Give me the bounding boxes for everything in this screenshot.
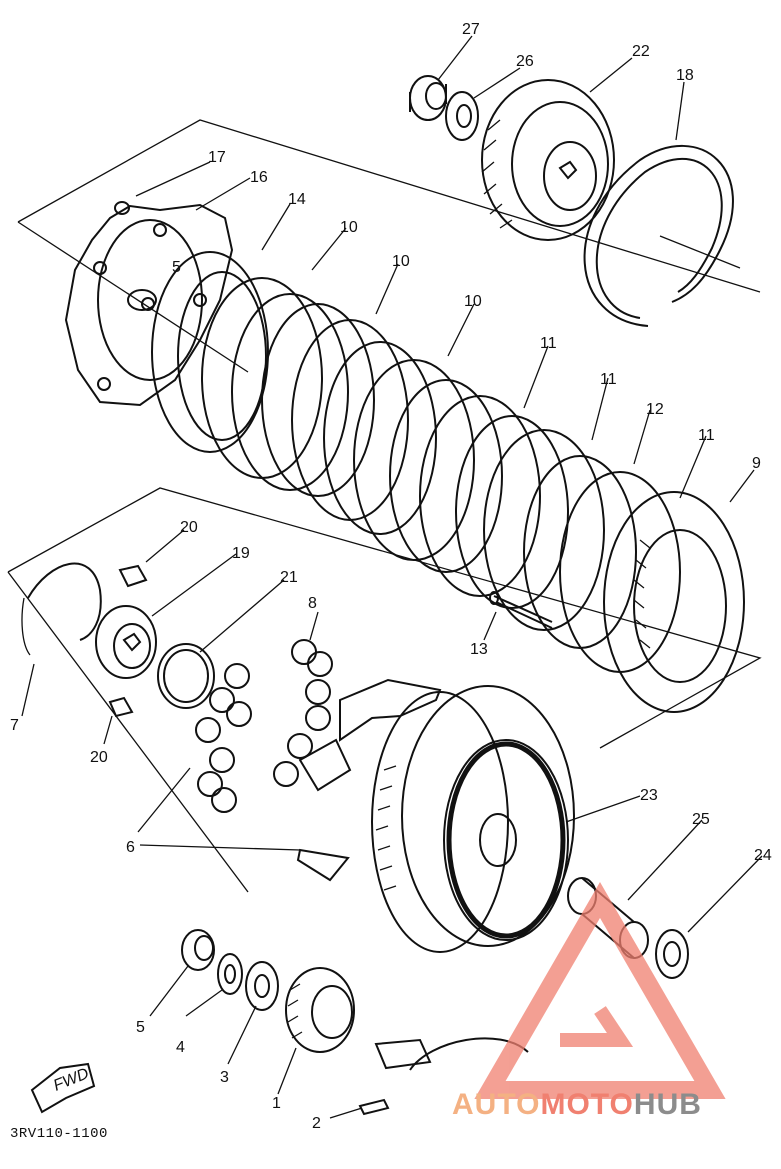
part-13-bolt <box>489 591 553 629</box>
callout-1: 1 <box>272 1095 281 1112</box>
callout-numbers: 27 26 22 18 17 16 14 10 10 10 5 11 11 12… <box>10 21 772 1132</box>
callout-18: 18 <box>676 67 694 84</box>
callout-4: 4 <box>176 1039 185 1056</box>
part-23-clutch-housing <box>296 678 575 953</box>
part-18-circlip <box>583 144 741 327</box>
boss-group-outline <box>139 844 301 851</box>
callout-12: 12 <box>646 401 664 418</box>
part-5-nut-lower <box>181 929 215 971</box>
callout-10-b: 10 <box>392 253 410 270</box>
callout-17: 17 <box>208 149 226 166</box>
callout-5-lower: 5 <box>136 1019 145 1036</box>
part-26-washer <box>445 91 479 141</box>
watermark-text: AUTOMOTOHUB <box>452 1088 702 1122</box>
leader-lines <box>21 35 763 1119</box>
watermark-auto: AUTO <box>452 1088 541 1121</box>
clutch-plate-stack <box>151 251 745 713</box>
callout-7: 7 <box>10 717 19 734</box>
middle-group-outline <box>7 487 762 749</box>
callout-21: 21 <box>280 569 298 586</box>
callout-22: 22 <box>632 43 650 60</box>
part-17-screw <box>114 201 130 215</box>
callout-11-b: 11 <box>600 371 617 388</box>
callout-3: 3 <box>220 1069 229 1086</box>
callout-20-upper: 20 <box>180 519 198 536</box>
callout-6: 6 <box>126 839 135 856</box>
callout-27: 27 <box>462 21 480 38</box>
callout-20-lower: 20 <box>90 749 108 766</box>
part-22-primary-driven-gear <box>481 79 615 241</box>
part-24-washer <box>655 929 689 979</box>
part-20-nut-lower <box>108 696 134 718</box>
part-3-washer <box>245 961 279 1011</box>
part-6-balls <box>195 663 252 813</box>
callout-11-c: 11 <box>698 427 715 444</box>
watermark-hub: HUB <box>633 1088 702 1121</box>
part-4-lock-washer <box>217 953 243 995</box>
part-19-push-lever <box>95 605 157 679</box>
callout-2: 2 <box>312 1115 321 1132</box>
callout-16: 16 <box>250 169 268 186</box>
callout-5-upper: 5 <box>172 259 181 276</box>
part-21-circlip <box>157 643 215 709</box>
callout-19: 19 <box>232 545 250 562</box>
callout-9: 9 <box>752 455 761 472</box>
part-1-primary-drive-gear <box>285 967 355 1053</box>
callout-24: 24 <box>754 847 772 864</box>
callout-11-a: 11 <box>540 335 557 352</box>
callout-8: 8 <box>308 595 317 612</box>
middle-group-outline-left <box>7 571 249 893</box>
callout-10-a: 10 <box>340 219 358 236</box>
part-20-nut-upper <box>118 564 148 588</box>
diagram-reference-code: 3RV110-1100 <box>10 1126 108 1142</box>
callout-25: 25 <box>692 811 710 828</box>
part-5-spring-upper <box>127 289 157 311</box>
forward-arrow <box>30 1062 96 1114</box>
part-2-key <box>358 1098 390 1116</box>
callout-26: 26 <box>516 53 534 70</box>
callout-13: 13 <box>470 641 488 658</box>
callout-23: 23 <box>640 787 658 804</box>
watermark-moto: MOTO <box>540 1088 634 1121</box>
callout-14: 14 <box>288 191 306 208</box>
part-27-nut <box>409 75 447 121</box>
part-8-balls <box>273 639 333 787</box>
watermark-logo-icon <box>474 882 726 1099</box>
upper-group-outline-bottom <box>17 221 249 373</box>
part-16-pressure-plate <box>64 203 234 407</box>
part-7-ring <box>21 562 102 656</box>
callout-10-c: 10 <box>464 293 482 310</box>
